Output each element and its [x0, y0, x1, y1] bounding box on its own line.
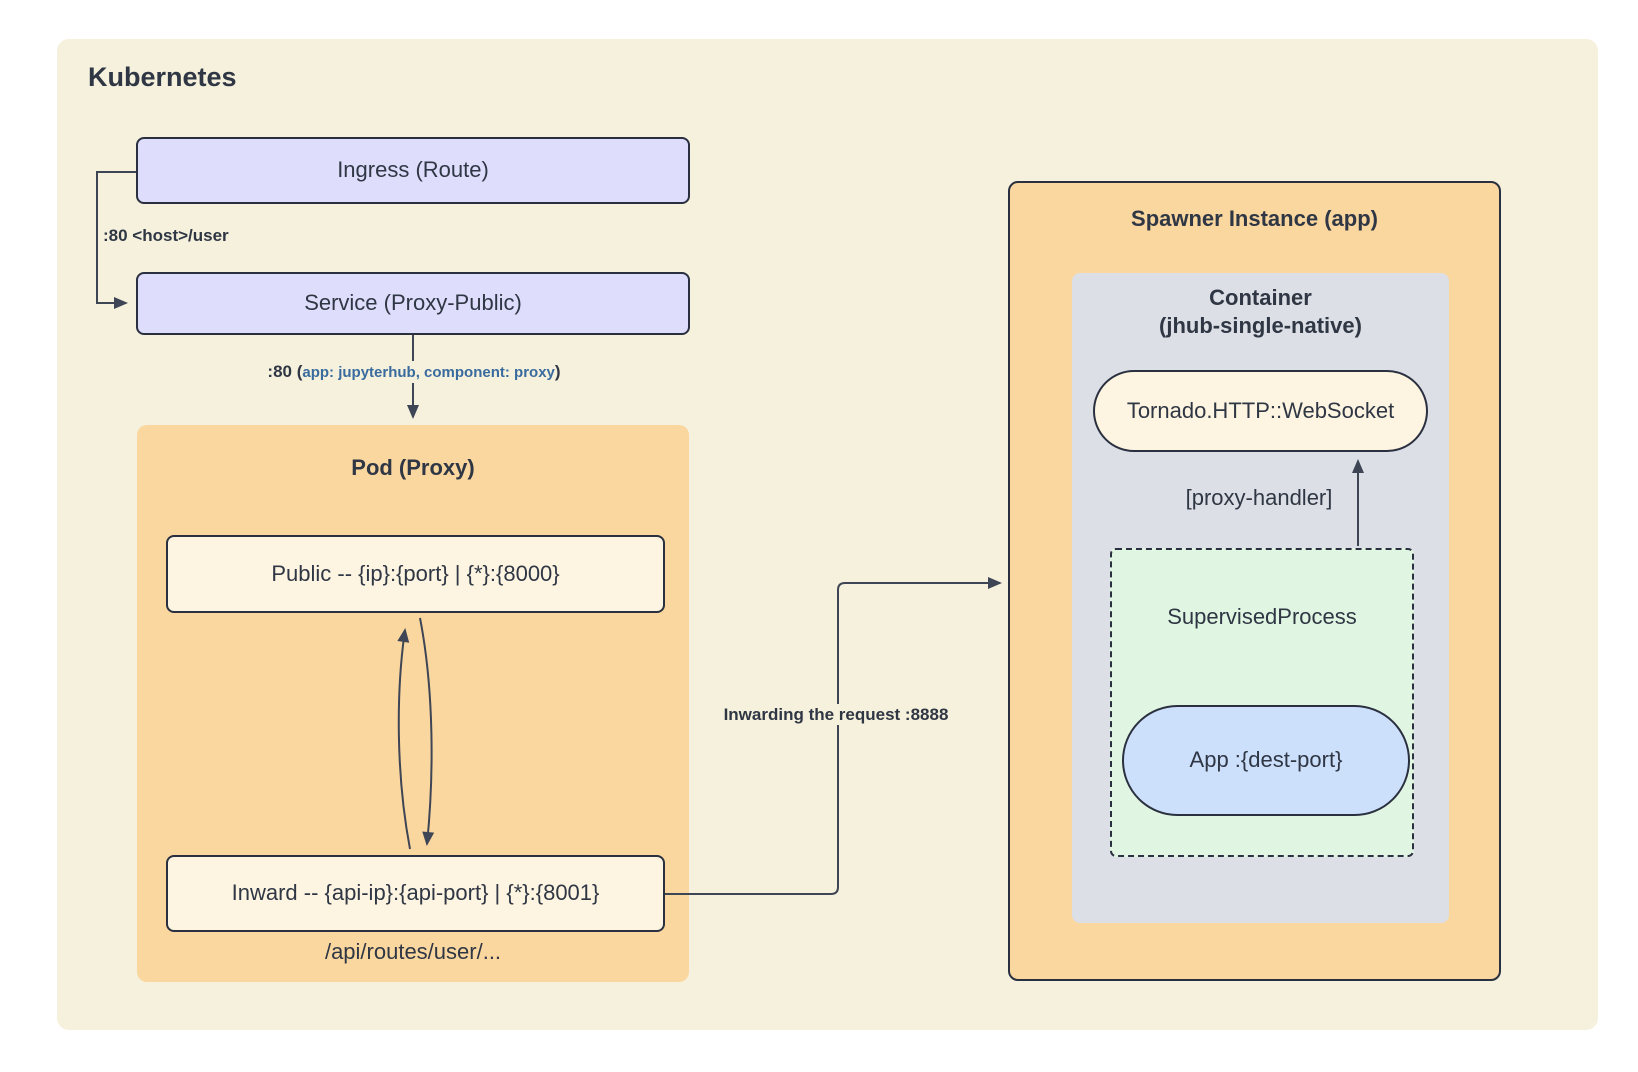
container-title-line2: (jhub-single-native): [1159, 313, 1362, 338]
kubernetes-title: Kubernetes: [88, 62, 237, 92]
tornado-websocket-label: Tornado.HTTP::WebSocket: [1126, 397, 1395, 423]
service-node: Service (Proxy-Public): [136, 272, 690, 335]
public-label: Public -- {ip}:{port} | {*}:{8000}: [271, 560, 560, 586]
ingress-node: Ingress (Route): [136, 137, 690, 204]
app-dest-port-node: App :{dest-port}: [1122, 705, 1410, 816]
edge-label-service-pod: :80 (app: jupyterhub, component: proxy): [263, 361, 565, 383]
service-label: Service (Proxy-Public): [304, 290, 522, 316]
supervised-process-label: SupervisedProcess: [1167, 604, 1357, 629]
inward-label: Inward -- {api-ip}:{api-port} | {*}:{800…: [231, 880, 600, 906]
api-routes-note: /api/routes/user/...: [324, 939, 502, 964]
inward-node: Inward -- {api-ip}:{api-port} | {*}:{800…: [166, 855, 665, 932]
edge-label-inwarding-request: Inwarding the request :8888: [719, 704, 953, 726]
ingress-label: Ingress (Route): [337, 157, 489, 183]
spawner-instance-title: Spawner Instance (app): [1131, 206, 1378, 231]
edge-label-service-pod-suffix: ): [554, 362, 561, 381]
app-dest-port-label: App :{dest-port}: [1189, 747, 1343, 773]
edge-label-ingress-service: :80 <host>/user: [99, 225, 233, 247]
container-title-line1: Container: [1209, 285, 1312, 310]
edge-label-service-pod-prefix: :80 (: [267, 362, 303, 381]
tornado-websocket-node: Tornado.HTTP::WebSocket: [1093, 370, 1428, 452]
public-node: Public -- {ip}:{port} | {*}:{8000}: [166, 535, 665, 613]
edge-label-service-pod-selector: app: jupyterhub, component: proxy: [302, 364, 555, 381]
pod-proxy-title: Pod (Proxy): [351, 455, 475, 480]
proxy-handler-note: [proxy-handler]: [1185, 485, 1333, 510]
